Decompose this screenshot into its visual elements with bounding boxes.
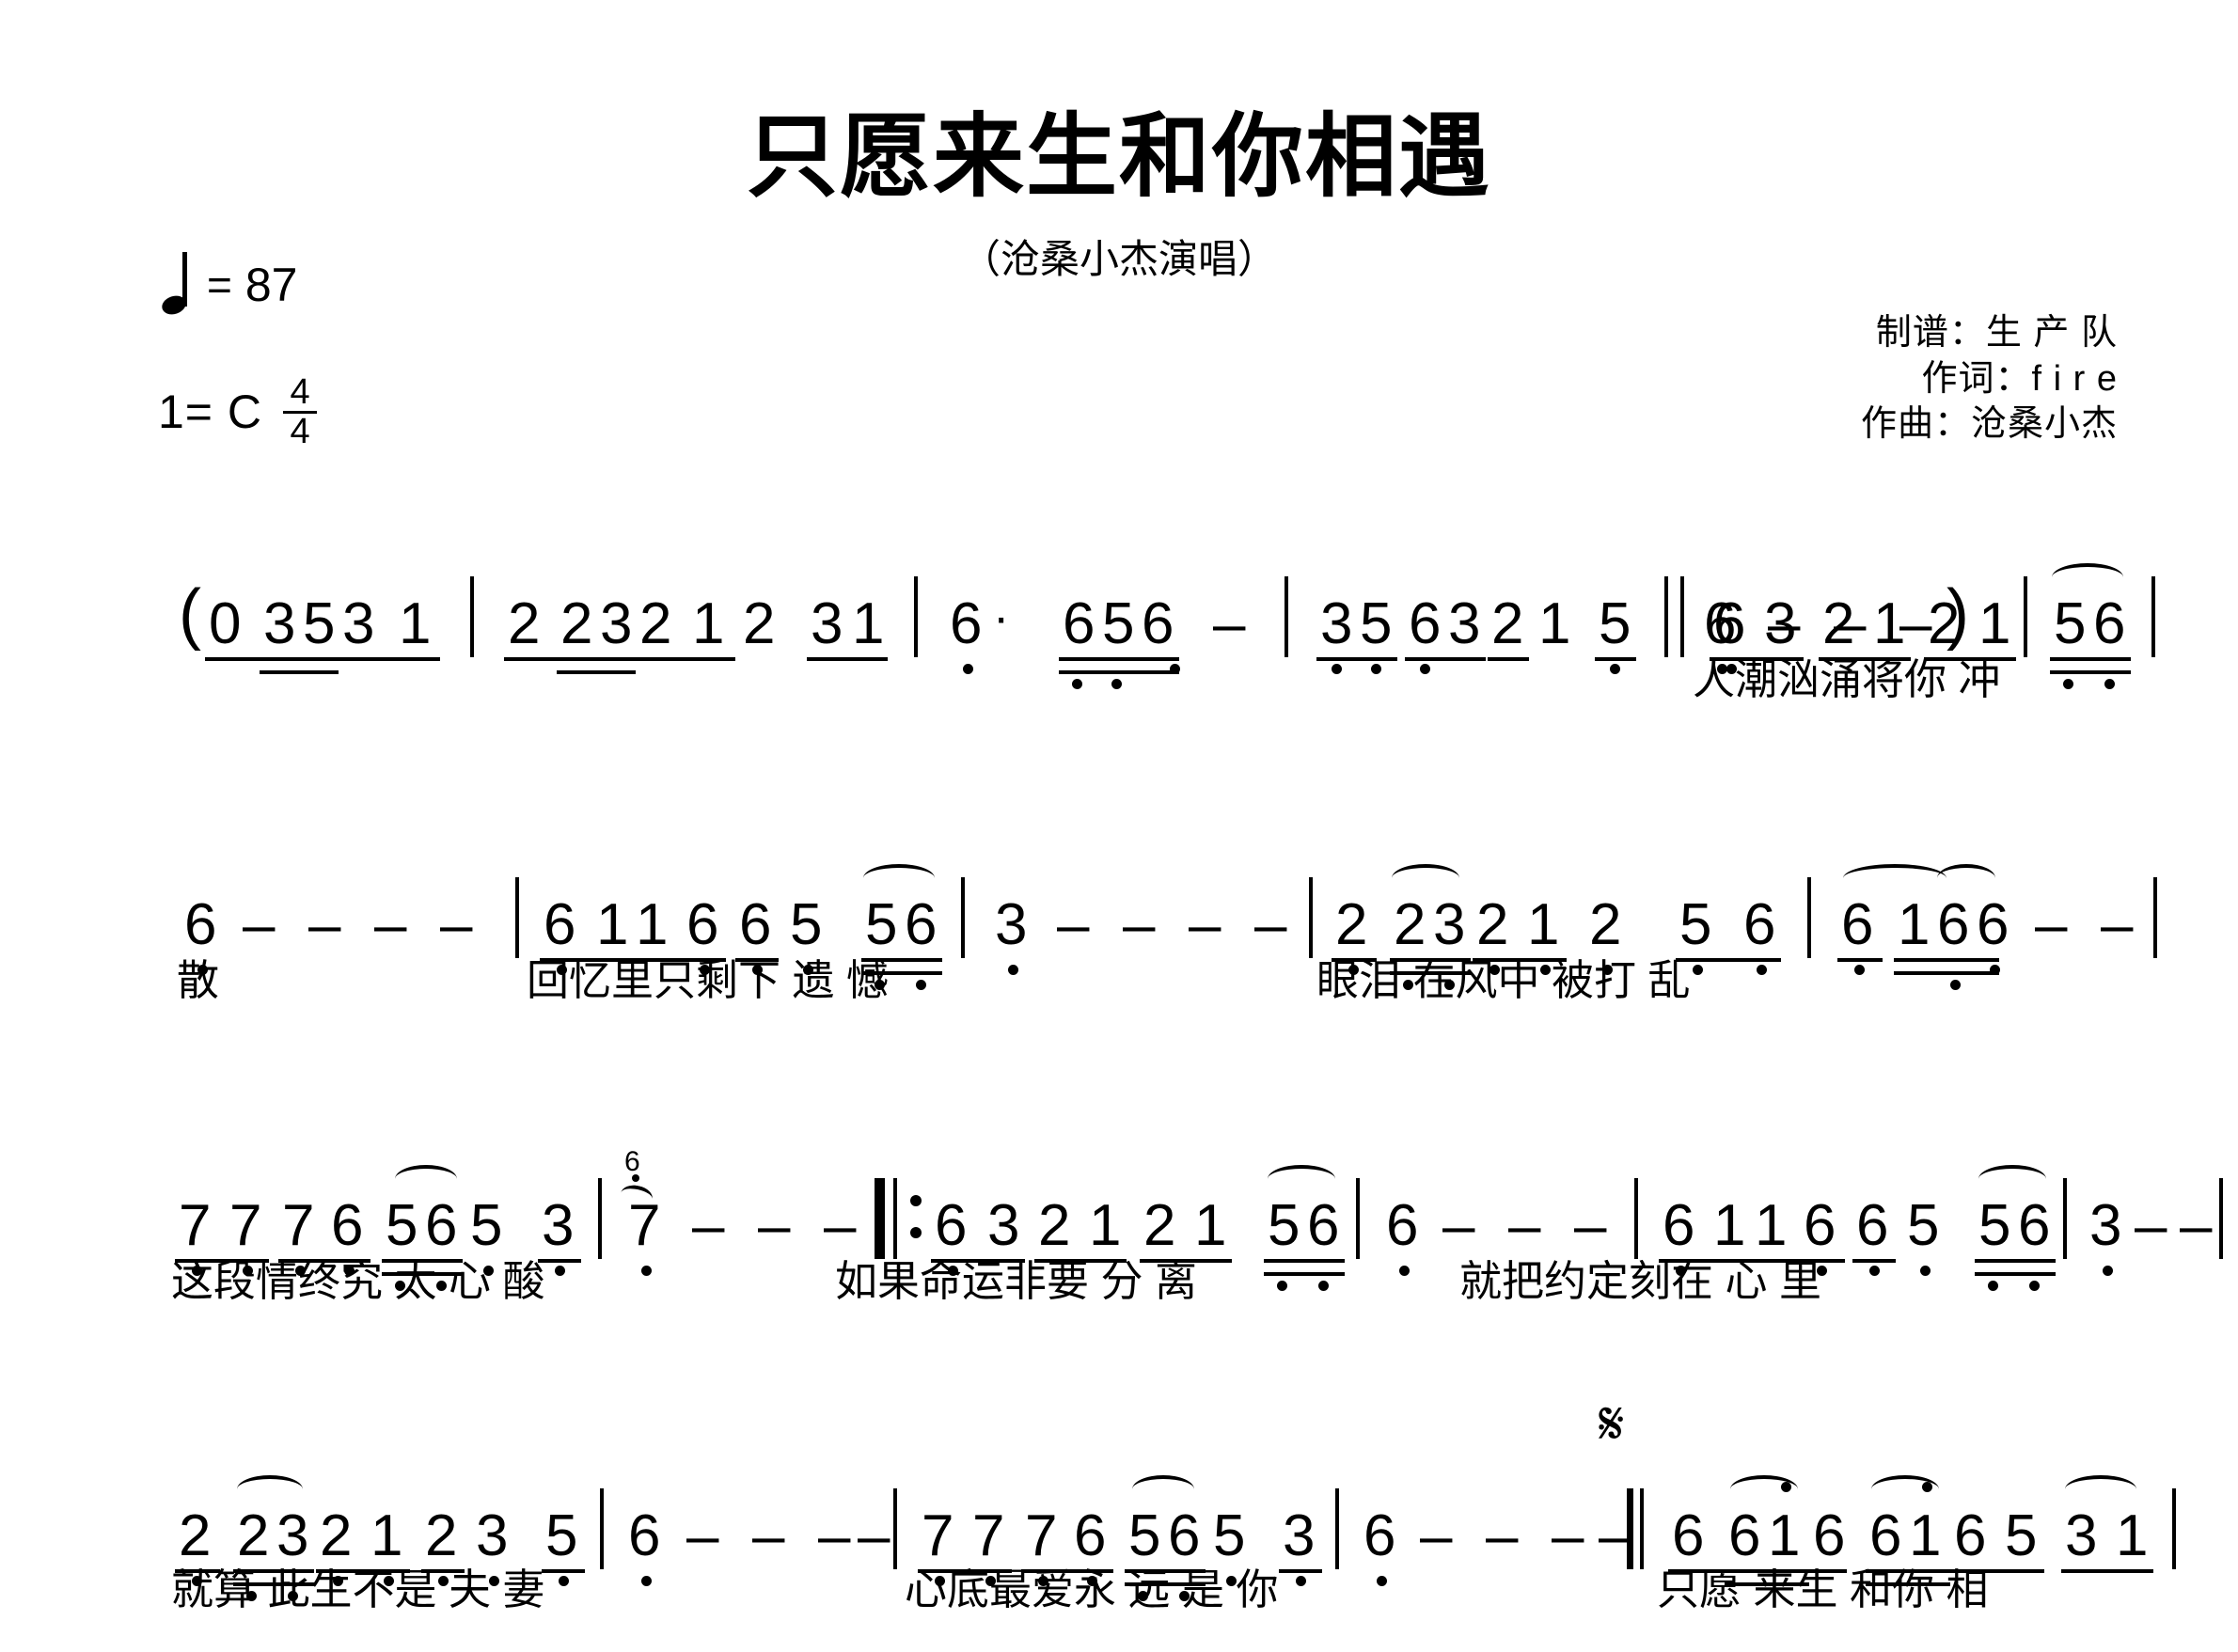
- close-paren: ): [1946, 576, 1969, 652]
- line1-phrase-right-row: 6 3 2 1 2 1 5 6: [0, 541, 2238, 689]
- lyric-line2-a: 散: [177, 956, 220, 1004]
- music-system-4: 2 2 3 2 1 2 3 5 6 –: [0, 1394, 2238, 1601]
- tempo-marking: = 87: [159, 252, 298, 318]
- page-subtitle: （沧桑小杰演唱）: [960, 237, 1277, 281]
- credit-lyricist: 作词：f i r e: [1921, 358, 2118, 399]
- quarter-note-icon: [159, 252, 194, 318]
- staff-row-3: 7 7 7 6 5 6 5 3 6 7: [0, 1142, 2238, 1291]
- lyric-line4-c: 只愿 来生 和你 相: [1657, 1565, 1989, 1613]
- credit-arranger: 制谱：生 产 队: [1875, 313, 2118, 353]
- meter-denominator: 4: [283, 410, 318, 449]
- repeat-start-barline: [875, 1178, 885, 1259]
- double-barline: [1627, 1488, 1633, 1569]
- lyric-line3-a: 这段情终究 太 心 酸: [171, 1257, 545, 1305]
- lyric-line4-b: 心底最爱永 远 是 你: [905, 1565, 1279, 1613]
- augmentation-dot: ·: [993, 590, 1010, 645]
- music-system-1b: [0, 541, 2238, 657]
- staff-row-1: ( 0 3 5 3 1 2 2 3 2 1 2 3 1 6 · 6 5: [0, 541, 2238, 689]
- staff-row-4: 2 2 3 2 1 2 3 5 6 –: [0, 1394, 2238, 1601]
- lyric-line2-c: 眼泪 在风中 被打 乱: [1316, 956, 1691, 1004]
- music-system-3: 7 7 7 6 5 6 5 3 6 7: [0, 1142, 2238, 1291]
- tempo-bpm: 87: [244, 259, 298, 311]
- page-title: 只愿来生和你相遇: [747, 105, 1491, 208]
- segno-icon: 𝄋: [1599, 1390, 1625, 1459]
- music-system-1: ( 0 3 5 3 1 2 2 3 2 1 2 3 1 6 · 6 5: [0, 541, 2238, 689]
- credit-composer: 作曲：沧桑小杰: [1860, 404, 2118, 445]
- time-signature: 4 4: [283, 372, 318, 449]
- meter-numerator: 4: [290, 372, 310, 412]
- line1-phrase-right: 6 3 2 1 2 1 5 6: [0, 541, 2238, 689]
- tempo-equals: =: [207, 260, 232, 309]
- key-signature: 1= C 4 4: [158, 372, 318, 449]
- lyric-line2-b: 回忆里只剩下 遗 憾: [527, 956, 890, 1004]
- key-label: 1= C: [158, 385, 263, 439]
- staff-row-2: 6 – – – – 6 1 1 6 6 5 5 6: [0, 842, 2238, 990]
- music-system-2: 6 – – – – 6 1 1 6 6 5 5 6: [0, 842, 2238, 990]
- staff-row-1b: [0, 541, 2238, 657]
- credits-block: 制谱：生 产 队 作词：f i r e 作曲：沧桑小杰: [1861, 310, 2118, 448]
- lyric-line3-b: 如果命运非要 分 离: [835, 1257, 1198, 1305]
- lyric-line3-c: 就把约定刻在 心 里: [1459, 1257, 1822, 1305]
- lyric-line1: 人潮汹涌将你 冲: [1693, 655, 2001, 703]
- open-paren: (: [179, 576, 201, 652]
- grace-note: 6: [624, 1146, 640, 1177]
- lyric-line4-a: 就算 此生不是 夫 妻: [171, 1565, 545, 1613]
